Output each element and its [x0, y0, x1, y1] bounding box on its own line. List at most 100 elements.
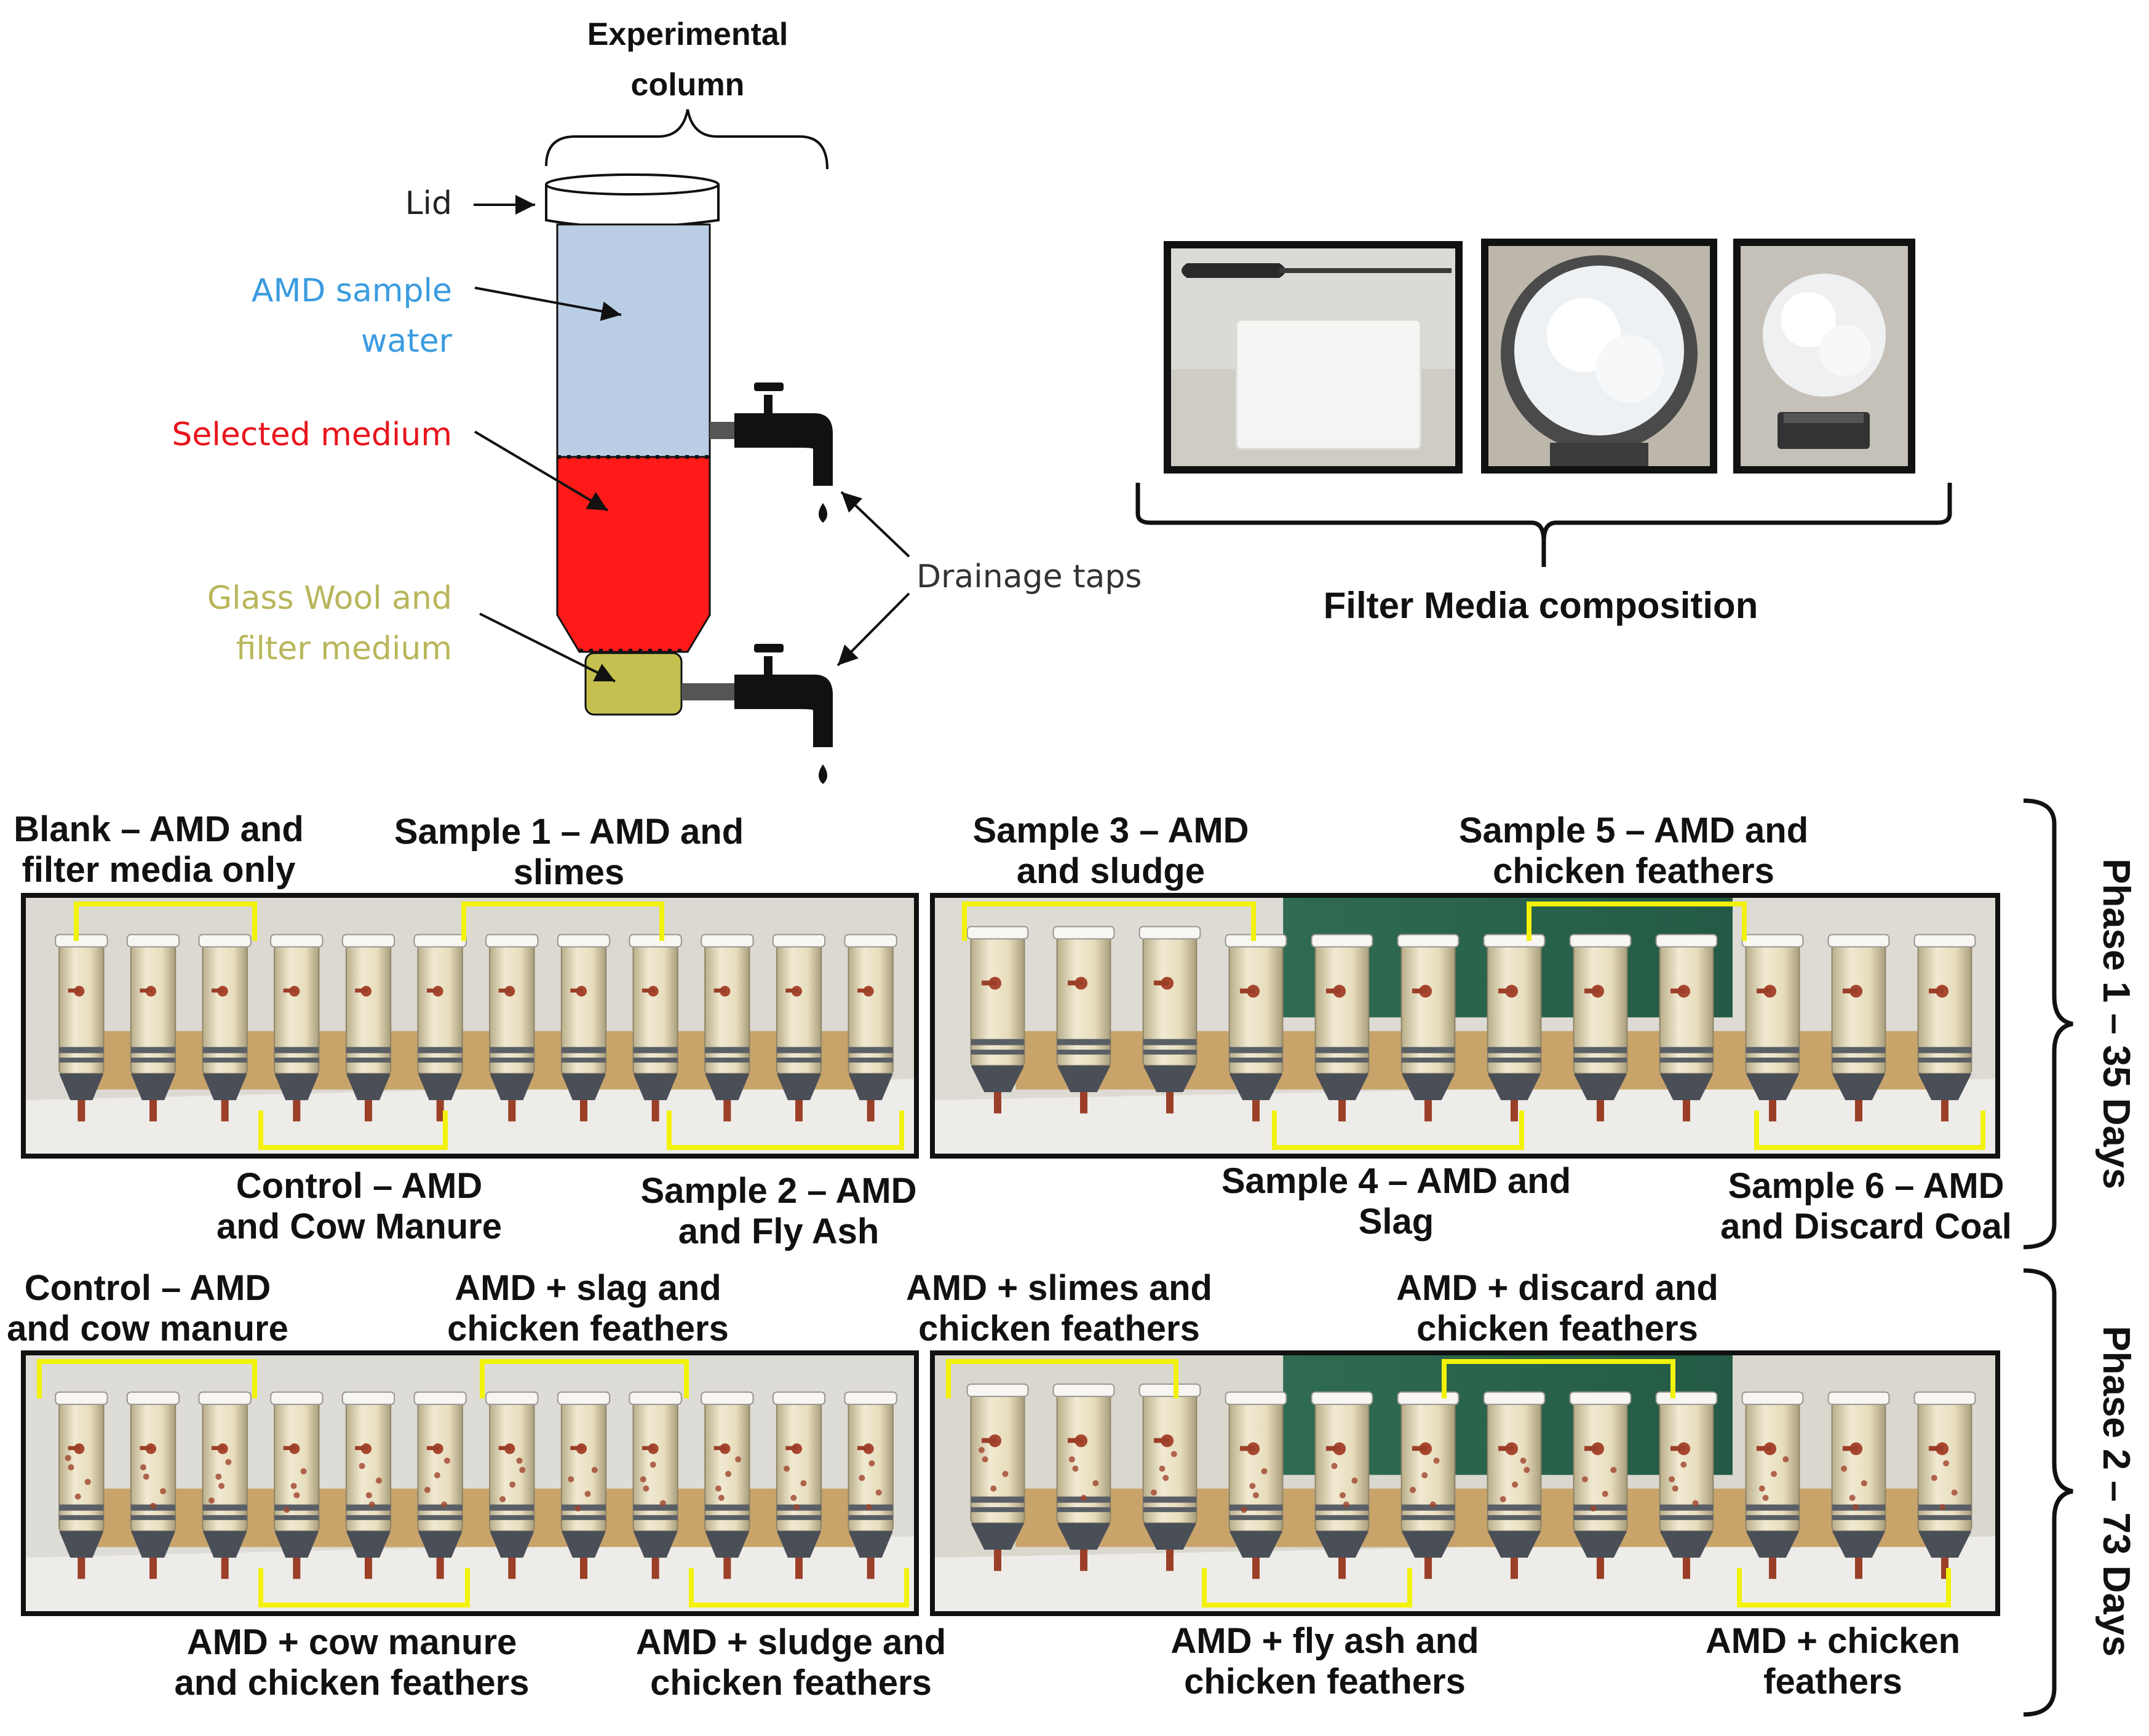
column-photo: [485, 1391, 539, 1579]
p1-left-bottom-label-a-1: Control – AMD: [236, 1166, 483, 1206]
filter-sponge-and-knife-photo: [1164, 241, 1463, 474]
taps-label: Drainage taps: [916, 558, 1142, 595]
column-photo: [1741, 1391, 1804, 1579]
p2-right-bottom-label-b-2: feathers: [1763, 1662, 1902, 1702]
highlight-bracket: [1272, 1111, 1524, 1150]
phase2-panel-left: [21, 1350, 919, 1616]
p2-right-top-label-a-1: AMD + slimes and: [906, 1268, 1212, 1308]
p2-left-top-label-b-1: AMD + slag and: [455, 1268, 721, 1308]
highlight-bracket: [1527, 902, 1747, 941]
column-photo: [1913, 1391, 1976, 1579]
column-photo: [126, 1391, 180, 1579]
p1-left-bottom-label-b-2: and Fly Ash: [678, 1211, 880, 1251]
p1-right-top-label-a-2: and sludge: [1017, 851, 1205, 891]
lid-label: Lid: [405, 185, 452, 222]
p2-right-top-label-b-2: chicken feathers: [1416, 1309, 1698, 1349]
p2-right-bottom-label-a-2: chicken feathers: [1184, 1662, 1466, 1702]
p2-right-bottom-label-b-1: AMD + chicken: [1706, 1621, 1960, 1661]
column-photo: [1827, 1391, 1890, 1579]
medium-zone: [556, 456, 711, 653]
taps-arrow-down: [836, 592, 910, 667]
column-photo: [270, 1391, 324, 1579]
highlight-bracket: [74, 902, 257, 941]
column-photo: [966, 925, 1029, 1114]
water-zone: [556, 223, 711, 458]
p2-left-top-label-b-2: chicken feathers: [447, 1309, 729, 1349]
highlight-bracket: [461, 902, 664, 941]
column-photo: [701, 1391, 754, 1579]
column-photo: [1569, 933, 1632, 1122]
p2-right-top-label-a-2: chicken feathers: [918, 1309, 1200, 1349]
column-photo: [1483, 933, 1546, 1122]
p1-left-bottom-label-a-2: and Cow Manure: [216, 1207, 502, 1247]
phase1-label: Phase 1 – 35 Days: [2095, 858, 2137, 1189]
highlight-bracket: [37, 1359, 257, 1398]
phase1-brace: [2023, 798, 2073, 1250]
p2-left-top-label-a-1: Control – AMD: [25, 1268, 271, 1308]
column-photo: [341, 1391, 395, 1579]
column-photo: [1311, 1391, 1373, 1579]
amd-label-2: water: [361, 323, 453, 360]
filter-media-brace: [1135, 483, 1952, 567]
column-photo: [1483, 1391, 1546, 1579]
column-photo: [341, 933, 395, 1122]
p2-left-bottom-label-b-1: AMD + sludge and: [636, 1622, 946, 1662]
p1-left-bottom-label-b-1: Sample 2 – AMD: [640, 1171, 916, 1211]
p1-right-top-label-b-1: Sample 5 – AMD and: [1459, 811, 1808, 850]
column-photo: [1225, 1391, 1287, 1579]
medium-arrow: [474, 430, 609, 512]
highlight-bracket: [689, 1568, 909, 1607]
highlight-bracket: [667, 1111, 904, 1150]
column-photo: [55, 1391, 108, 1579]
p1-right-bottom-label-b-2: and Discard Coal: [1720, 1207, 2012, 1247]
p1-right-top-label-a-1: Sample 3 – AMD: [972, 811, 1249, 850]
highlight-bracket: [1442, 1359, 1675, 1398]
column-photo: [270, 933, 324, 1122]
column-photo: [629, 1391, 682, 1579]
column-photo: [55, 933, 108, 1122]
highlight-bracket: [258, 1111, 448, 1150]
glasswool-zone: [584, 652, 683, 716]
column-photo: [701, 933, 754, 1122]
column-photo: [198, 933, 252, 1122]
p2-left-bottom-label-b-2: chicken feathers: [650, 1663, 932, 1703]
p1-right-bottom-label-a-2: Slag: [1359, 1202, 1434, 1242]
p2-left-bottom-label-a-1: AMD + cow manure: [187, 1622, 517, 1662]
column-photo: [413, 933, 467, 1122]
column-photo: [1741, 933, 1804, 1122]
column-photo: [413, 1391, 467, 1579]
highlight-bracket: [480, 1359, 689, 1398]
photo-panels: [21, 893, 2000, 1616]
glasswool-arrow: [479, 612, 616, 683]
p1-right-top-label-b-2: chicken feathers: [1493, 851, 1774, 891]
column-photo: [629, 933, 682, 1122]
highlight-bracket: [1737, 1568, 1951, 1607]
column-photo: [126, 933, 180, 1122]
highlight-bracket: [946, 1359, 1178, 1398]
taps-arrow-up: [840, 491, 910, 558]
filter-media-caption: Filter Media composition: [1324, 585, 1758, 626]
column-diagram: Experimental column Lid AMD sample water…: [172, 17, 1142, 784]
column-photo: [1655, 1391, 1718, 1579]
column-photo: [1138, 1383, 1201, 1571]
p2-right-bottom-label-a-1: AMD + fly ash and: [1170, 1621, 1479, 1661]
tap-upper-icon: [710, 382, 833, 523]
phase2-panel-right: [930, 1350, 2000, 1616]
p1-left-top-label-b-1: Sample 1 – AMD and: [394, 812, 744, 852]
column-photo: [1138, 925, 1201, 1114]
glass-wool-in-column-photo: [1481, 239, 1717, 474]
column-photo: [1913, 933, 1976, 1122]
column-photo: [1225, 933, 1287, 1122]
header-brace: [545, 109, 828, 170]
p1-right-bottom-label-a-1: Sample 4 – AMD and: [1221, 1161, 1571, 1201]
column-photo: [1827, 933, 1890, 1122]
column-photo: [772, 1391, 826, 1579]
phase2-labels: Control – AMD and cow manure AMD + slag …: [7, 1268, 1960, 1703]
p1-left-top-label-a-2: filter media only: [22, 850, 296, 890]
highlight-bracket: [1754, 1111, 1985, 1150]
p1-right-bottom-label-b-1: Sample 6 – AMD: [1728, 1166, 2004, 1206]
tap-lower-icon: [681, 644, 833, 784]
column-photo: [844, 1391, 897, 1579]
